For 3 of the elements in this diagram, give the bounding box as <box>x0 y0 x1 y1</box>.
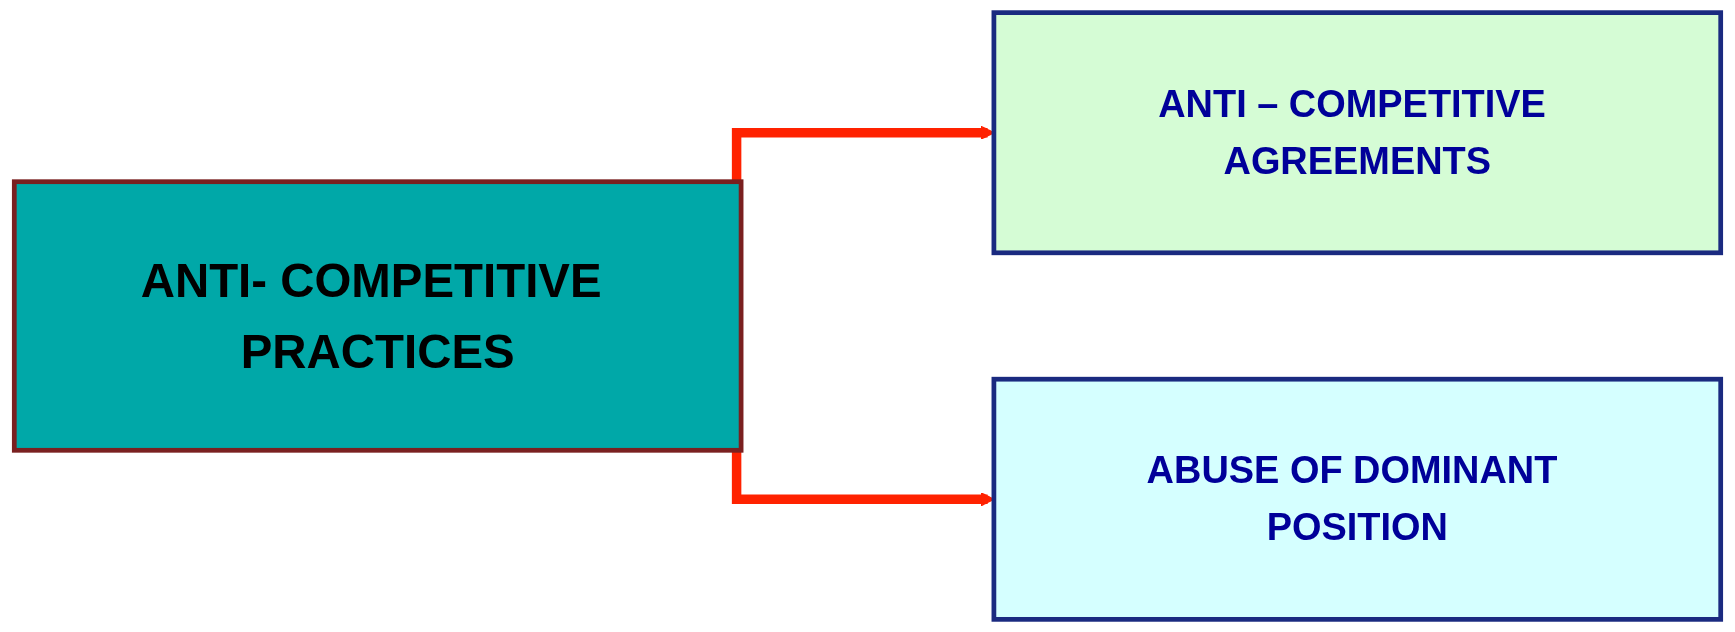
node-box: ANTI – COMPETITIVE AGREEMENTS <box>991 10 1724 256</box>
node-box: ABUSE OF DOMINANT POSITION <box>991 376 1724 622</box>
node-box: ANTI- COMPETITIVE PRACTICES <box>11 179 744 453</box>
